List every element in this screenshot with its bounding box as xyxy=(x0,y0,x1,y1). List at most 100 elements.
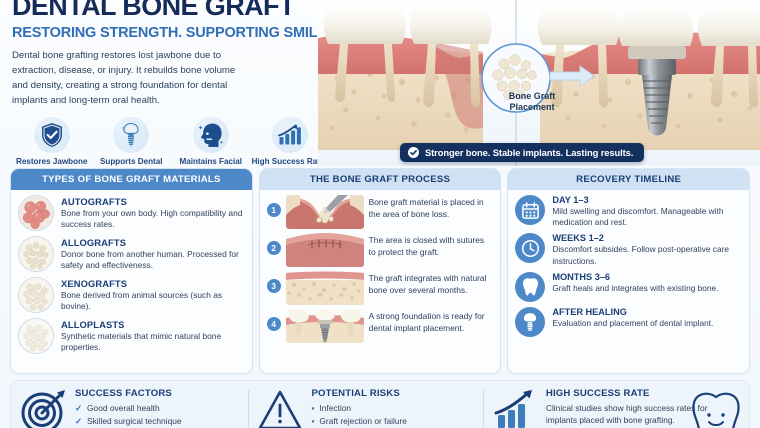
material-text: ALLOPLASTS Synthetic materials that mimi… xyxy=(61,318,245,354)
timeline-title: DAY 1–3 xyxy=(552,195,589,205)
hero-callout-label: Bone Graft Placement xyxy=(508,91,556,113)
panel-process: THE BONE GRAFT PROCESS 1 xyxy=(258,168,502,374)
panel-materials-title: TYPES OF BONE GRAFT MATERIALS xyxy=(41,174,221,185)
dental-implant-icon xyxy=(121,123,139,148)
timeline-desc: Mild swelling and discomfort. Manageable… xyxy=(552,206,724,228)
clock-icon-wrap xyxy=(515,233,546,264)
step-3-image xyxy=(285,271,364,305)
benefit-item: High Success Rates xyxy=(251,117,331,177)
success-factors-block: SUCCESS FACTORS ✓ Good overall health ✓ … xyxy=(21,388,240,428)
success-factor-item: ✓ Skilled surgical technique xyxy=(75,415,182,428)
step-description: A strong foundation is ready for dental … xyxy=(368,311,485,333)
timeline-title: AFTER HEALING xyxy=(552,306,627,317)
success-factor-item: ✓ Good overall health xyxy=(75,402,182,415)
growth-chart-icon xyxy=(494,390,532,428)
high-success-rate-title: HIGH SUCCESS RATE xyxy=(545,388,650,399)
autograft-thumbnail xyxy=(18,195,54,231)
material-item: XENOGRAFTS Bone derived from animal sour… xyxy=(18,277,245,313)
panel-process-header: THE BONE GRAFT PROCESS xyxy=(259,169,501,190)
material-name: ALLOPLASTS xyxy=(61,319,125,330)
hero-illustration: Bone Graft Placement Stronger bone. Stab… xyxy=(318,0,760,166)
high-success-rate-desc: Clinical studies show high success rates… xyxy=(545,403,708,426)
implant-icon-wrap xyxy=(515,306,546,337)
material-desc: Donor bone from another human. Processed… xyxy=(61,249,239,271)
benefit-icon-wrap xyxy=(33,117,70,154)
header-section: DENTAL BONE GRAFT RESTORING STRENGTH. SU… xyxy=(0,0,341,177)
step-number: 2 xyxy=(266,241,281,255)
process-step: 3 xyxy=(266,271,494,305)
panel-materials-header: TYPES OF BONE GRAFT MATERIALS xyxy=(11,169,252,190)
timeline-item: DAY 1–3 Mild swelling and discomfort. Ma… xyxy=(515,195,742,228)
hero-banner-text: Stronger bone. Stable implants. Lasting … xyxy=(425,147,634,158)
bullet-marker: ▪ xyxy=(311,415,315,426)
hero-banner: Stronger bone. Stable implants. Lasting … xyxy=(400,143,645,162)
timeline-title: WEEKS 1–2 xyxy=(552,233,604,244)
material-name: ALLOGRAFTS xyxy=(61,237,127,248)
clock-icon xyxy=(521,239,539,257)
step-number: 1 xyxy=(266,203,281,217)
potential-risks-block: POTENTIAL RISKS ▪ Infection ▪ Graft reje… xyxy=(257,388,474,428)
high-success-rate-text: HIGH SUCCESS RATE Clinical studies show … xyxy=(546,388,739,426)
success-factor-label: Skilled surgical technique xyxy=(87,415,182,426)
benefit-icon-wrap xyxy=(113,117,150,154)
step-number: 4 xyxy=(266,317,281,331)
divider xyxy=(248,390,250,428)
panel-process-body: 1 xyxy=(260,190,501,373)
calendar-icon-wrap xyxy=(515,195,546,225)
benefit-label: Restores Jawbone xyxy=(15,157,88,167)
step-description: The area is closed with sutures to prote… xyxy=(368,235,485,257)
timeline-item: MONTHS 3–6 Graft heals and integrates wi… xyxy=(515,271,742,302)
potential-risks-text: POTENTIAL RISKS ▪ Infection ▪ Graft reje… xyxy=(311,388,407,427)
success-factor-label: Good overall health xyxy=(87,403,160,413)
timeline-title: MONTHS 3–6 xyxy=(552,271,611,282)
allograft-thumbnail xyxy=(18,236,54,272)
check-circle-icon xyxy=(408,147,419,158)
risk-label: Infection xyxy=(319,403,352,413)
process-step: 4 xyxy=(266,309,494,343)
panel-materials: TYPES OF BONE GRAFT MATERIALS xyxy=(10,168,253,374)
smiling-tooth-icon xyxy=(692,392,740,428)
material-name: XENOGRAFTS xyxy=(61,278,128,289)
timeline-desc: Evaluation and placement of dental impla… xyxy=(552,317,714,328)
high-success-rate-block: HIGH SUCCESS RATE Clinical studies show … xyxy=(492,388,739,428)
panel-recovery-body: DAY 1–3 Mild swelling and discomfort. Ma… xyxy=(508,190,749,373)
panels-row: TYPES OF BONE GRAFT MATERIALS xyxy=(0,168,760,374)
material-item: ALLOPLASTS Synthetic materials that mimi… xyxy=(18,318,245,354)
risk-item: ▪ Infection xyxy=(311,402,407,415)
risk-item: ▪ Graft rejection or failure xyxy=(311,415,407,428)
panel-recovery: RECOVERY TIMELINE xyxy=(507,168,751,374)
success-factors-title: SUCCESS FACTORS xyxy=(75,388,172,399)
bullet-marker: ▪ xyxy=(311,403,315,413)
step-description: The graft integrates with natural bone o… xyxy=(368,273,487,295)
timeline-text: AFTER HEALING Evaluation and placement o… xyxy=(552,307,713,329)
step-2-image xyxy=(285,233,364,267)
page-title: DENTAL BONE GRAFT xyxy=(12,0,295,21)
timeline-text: MONTHS 3–6 Graft heals and integrates wi… xyxy=(552,272,718,294)
jaw-cross-section-image xyxy=(318,0,760,166)
benefit-label: High Success Rates xyxy=(251,157,329,167)
benefit-item: Restores Jawbone xyxy=(12,117,92,177)
facial-profile-icon xyxy=(198,123,223,148)
material-desc: Bone derived from animal sources (such a… xyxy=(61,290,223,312)
target-icon xyxy=(21,390,65,428)
timeline-item: WEEKS 1–2 Discomfort subsides. Follow po… xyxy=(515,233,742,266)
material-item: ALLOGRAFTS Donor bone from another human… xyxy=(18,236,245,272)
timeline-text: DAY 1–3 Mild swelling and discomfort. Ma… xyxy=(552,195,742,228)
page-subtitle: RESTORING STRENGTH. SUPPORTING SMILES. xyxy=(12,25,341,41)
alloplast-thumbnail xyxy=(18,318,54,354)
material-item: AUTOGRAFTS Bone from your own body. High… xyxy=(18,195,245,231)
process-step: 1 xyxy=(266,195,494,229)
calendar-icon xyxy=(521,201,539,219)
timeline-text: WEEKS 1–2 Discomfort subsides. Follow po… xyxy=(552,233,742,266)
panel-recovery-title: RECOVERY TIMELINE xyxy=(576,174,682,185)
divider xyxy=(482,390,484,428)
step-1-image xyxy=(285,195,364,229)
timeline-item: AFTER HEALING Evaluation and placement o… xyxy=(515,306,742,337)
material-desc: Bone from your own body. High compatibil… xyxy=(61,208,243,230)
material-text: ALLOGRAFTS Donor bone from another human… xyxy=(61,236,245,272)
success-factors-text: SUCCESS FACTORS ✓ Good overall health ✓ … xyxy=(75,388,182,427)
material-desc: Synthetic materials that mimic natural b… xyxy=(61,331,222,353)
step-number: 3 xyxy=(266,279,281,293)
panel-recovery-header: RECOVERY TIMELINE xyxy=(508,169,750,190)
